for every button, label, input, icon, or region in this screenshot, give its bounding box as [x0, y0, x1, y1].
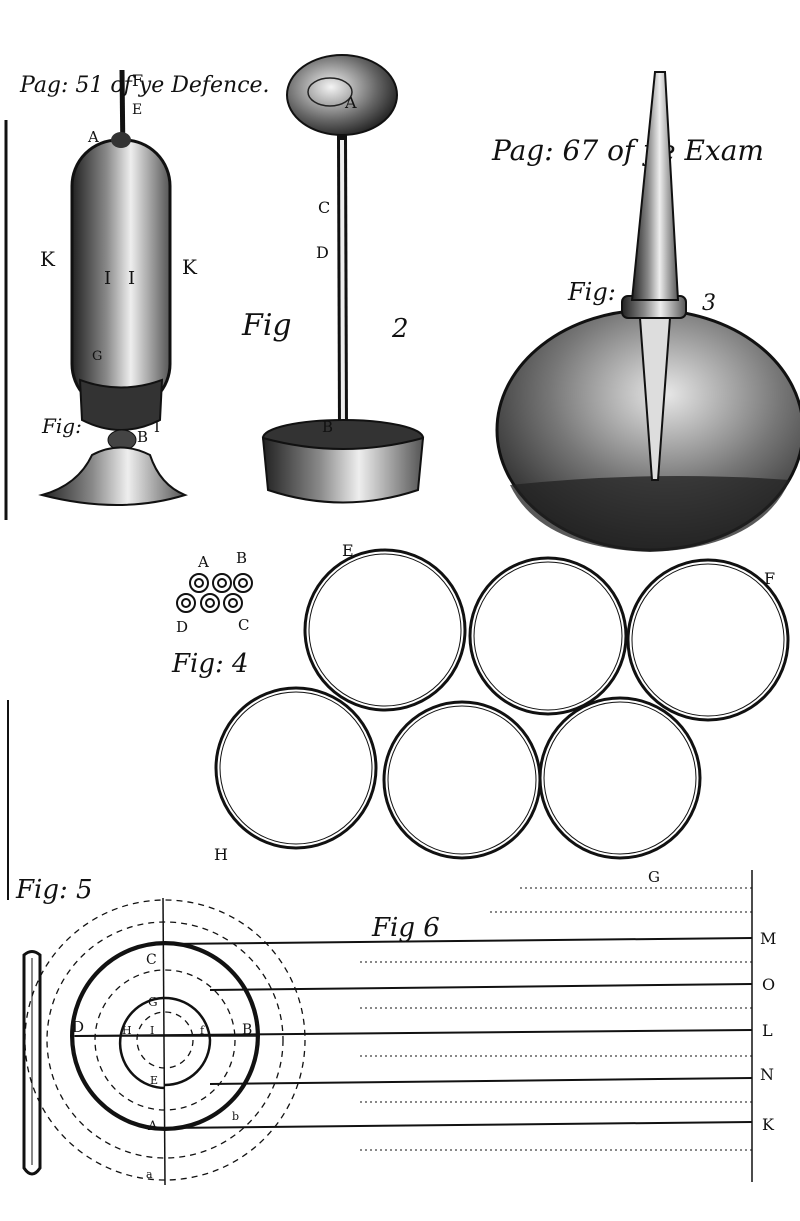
fig5-caption: Fig: 5 — [15, 875, 93, 905]
figure-2: A C D Fig 2 B — [241, 54, 425, 504]
fig4-caption: Fig: 4 — [171, 649, 249, 679]
fig4-small-letter-d: D — [176, 618, 188, 636]
fig2-letter-a: A — [344, 93, 357, 112]
fig3-liquid — [510, 476, 790, 552]
fig2-caption-fig: Fig — [241, 308, 292, 343]
fig5-letter-b-right: B — [242, 1022, 252, 1038]
fig1-letter-e: E — [132, 102, 142, 118]
fig1-tube-top — [111, 132, 131, 148]
fig6-caption: Fig 6 — [371, 913, 440, 943]
fig4-letter-f: F — [764, 569, 775, 588]
fig1-tube — [70, 138, 172, 412]
fig1-letter-a: A — [87, 128, 99, 146]
caption-exam: Pag: 67 of ye Exam — [491, 134, 764, 167]
fig4-circle-bottom-2 — [382, 700, 542, 860]
fig2-caption-num: 2 — [391, 314, 409, 344]
fig4-small-letter-c: C — [238, 616, 249, 634]
fig2-letter-b: B — [322, 418, 333, 436]
fig1-letter-b: B — [137, 428, 148, 446]
fig5-letter-b-small: b — [232, 1110, 239, 1123]
fig2-stem-inner — [340, 139, 345, 431]
fig6-letter-k: K — [762, 1115, 775, 1134]
fig5-letter-a-small: a — [146, 1168, 153, 1181]
fig4-circle-top-3 — [626, 558, 790, 722]
fig3-inner-tube — [638, 317, 672, 481]
fig6-letter-m: M — [760, 929, 776, 948]
fig4-circle-top-2 — [468, 556, 628, 716]
fig5-letter-a: A — [147, 1119, 158, 1134]
fig4-circle-bottom-3 — [538, 696, 702, 860]
fig5-letter-i: I — [150, 1024, 154, 1037]
fig1-letter-i-left: I — [104, 268, 111, 289]
fig6-letter-l: L — [762, 1021, 773, 1040]
fig2-bulb — [286, 54, 398, 136]
fig3-caption-num: 3 — [702, 291, 716, 316]
figure-4: A B D C Fig: 4 E F H — [171, 541, 790, 864]
fig4-small-letter-a: A — [197, 553, 209, 571]
figure-1: Pag: 51 of ye Defence. F E A K K I I G F… — [19, 69, 270, 506]
fig4-letter-h: H — [214, 845, 228, 864]
figure-6: Fig 6 G M O L N K — [74, 868, 776, 1182]
fig5-letter-c: C — [146, 952, 157, 968]
fig4-small-letter-b: B — [236, 549, 247, 567]
fig1-caption-fig: Fig: — [41, 414, 82, 438]
fig4-letter-e: E — [342, 541, 354, 560]
fig2-basin-body — [261, 436, 425, 504]
figure-5: Fig: 5 C G D H I f B E A b a — [15, 875, 306, 1186]
fig1-letter-g: G — [92, 349, 102, 364]
fig1-letter-f: F — [132, 71, 143, 90]
fig4-circle-bottom-1 — [214, 686, 378, 850]
fig2-letter-c: C — [318, 198, 330, 217]
fig5-letter-e: E — [150, 1074, 158, 1087]
fig5-vertical-axis — [162, 897, 166, 1186]
fig1-letter-i-right: I — [128, 268, 135, 289]
fig2-bulb-highlight — [307, 77, 353, 107]
caption-defence: Pag: 51 of ye Defence. — [19, 73, 270, 98]
fig5-letter-g: G — [148, 995, 158, 1009]
fig6-solid-lines — [74, 937, 753, 1129]
fig5-letter-f: f — [200, 1024, 205, 1037]
fig3-tapered-tube — [630, 71, 680, 301]
fig1-foot — [38, 446, 188, 506]
fig6-letter-g: G — [648, 868, 660, 886]
fig6-letter-o: O — [762, 975, 775, 994]
figure-3: Pag: 67 of ye Exam Fig: 3 — [491, 71, 800, 552]
fig1-letter-k-left: K — [40, 247, 56, 271]
fig6-dotted-lines — [360, 887, 752, 1151]
fig3-caption-fig: Fig: — [567, 278, 616, 306]
fig6-letter-n: N — [760, 1065, 774, 1084]
fig1-letter-i-bottom: I — [154, 418, 160, 436]
fig5-letter-h: H — [122, 1024, 132, 1037]
fig5-spiral — [71, 942, 259, 1130]
fig4-circle-top-1 — [303, 548, 467, 712]
fig4-large-circles — [214, 548, 790, 860]
fig2-letter-d: D — [316, 243, 329, 262]
fig1-liquid — [78, 378, 164, 431]
fig5-letter-d: D — [72, 1018, 84, 1036]
fig1-letter-k-right: K — [182, 255, 198, 279]
fig4-small-cluster — [176, 573, 253, 613]
fig5-dashed-circles — [24, 899, 306, 1181]
